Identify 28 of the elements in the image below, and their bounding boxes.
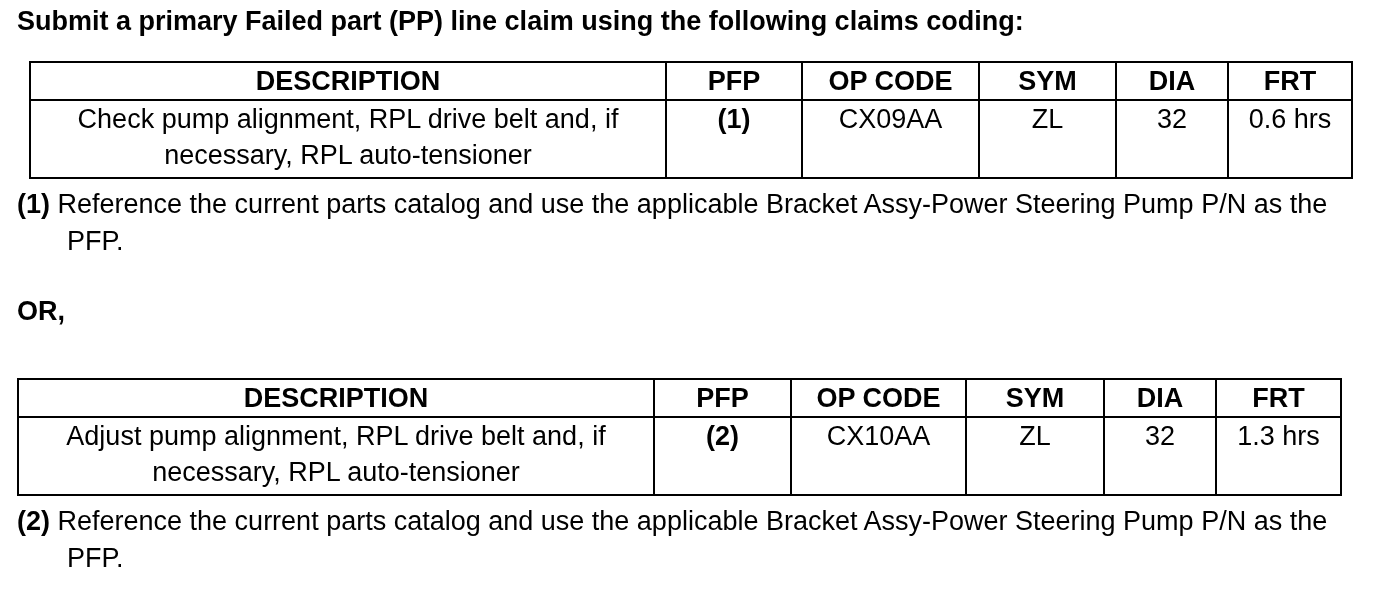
table-cell: Adjust pump alignment, RPL drive belt and, if necessary, RPL auto-tensioner — [18, 417, 654, 495]
table-cell: SYM — [979, 62, 1116, 100]
table-cell: 1.3 hrs — [1216, 417, 1341, 495]
table-cell: PFP — [654, 379, 791, 417]
separator-text: OR, — [17, 296, 65, 327]
heading: Submit a primary Failed part (PP) line claim using the following claims coding: — [17, 6, 1024, 37]
table-cell: FRT — [1228, 62, 1352, 100]
table-cell: OP CODE — [802, 62, 979, 100]
table-cell: DIA — [1104, 379, 1216, 417]
table-cell: ZL — [979, 100, 1116, 178]
footnote: (1) Reference the current parts catalog and use the applicable Bracket Assy-Power Steering Pump P/N as the PFP. — [17, 188, 1329, 258]
table-cell: 32 — [1116, 100, 1228, 178]
table-cell: ZL — [966, 417, 1104, 495]
table-cell: DESCRIPTION — [18, 379, 654, 417]
table-cell: OP CODE — [791, 379, 966, 417]
table-cell: CX10AA — [791, 417, 966, 495]
table-cell: (1) — [666, 100, 802, 178]
table-cell: PFP — [666, 62, 802, 100]
table-cell: DIA — [1116, 62, 1228, 100]
table-cell: Check pump alignment, RPL drive belt and, if necessary, RPL auto-tensioner — [30, 100, 666, 178]
table-cell: (2) — [654, 417, 791, 495]
table-cell: 0.6 hrs — [1228, 100, 1352, 178]
footnote: (2) Reference the current parts catalog and use the applicable Bracket Assy-Power Steering Pump P/N as the PFP. — [17, 505, 1329, 575]
table-cell: SYM — [966, 379, 1104, 417]
table-cell: FRT — [1216, 379, 1341, 417]
table-cell: 32 — [1104, 417, 1216, 495]
table-cell: CX09AA — [802, 100, 979, 178]
table-cell: DESCRIPTION — [30, 62, 666, 100]
